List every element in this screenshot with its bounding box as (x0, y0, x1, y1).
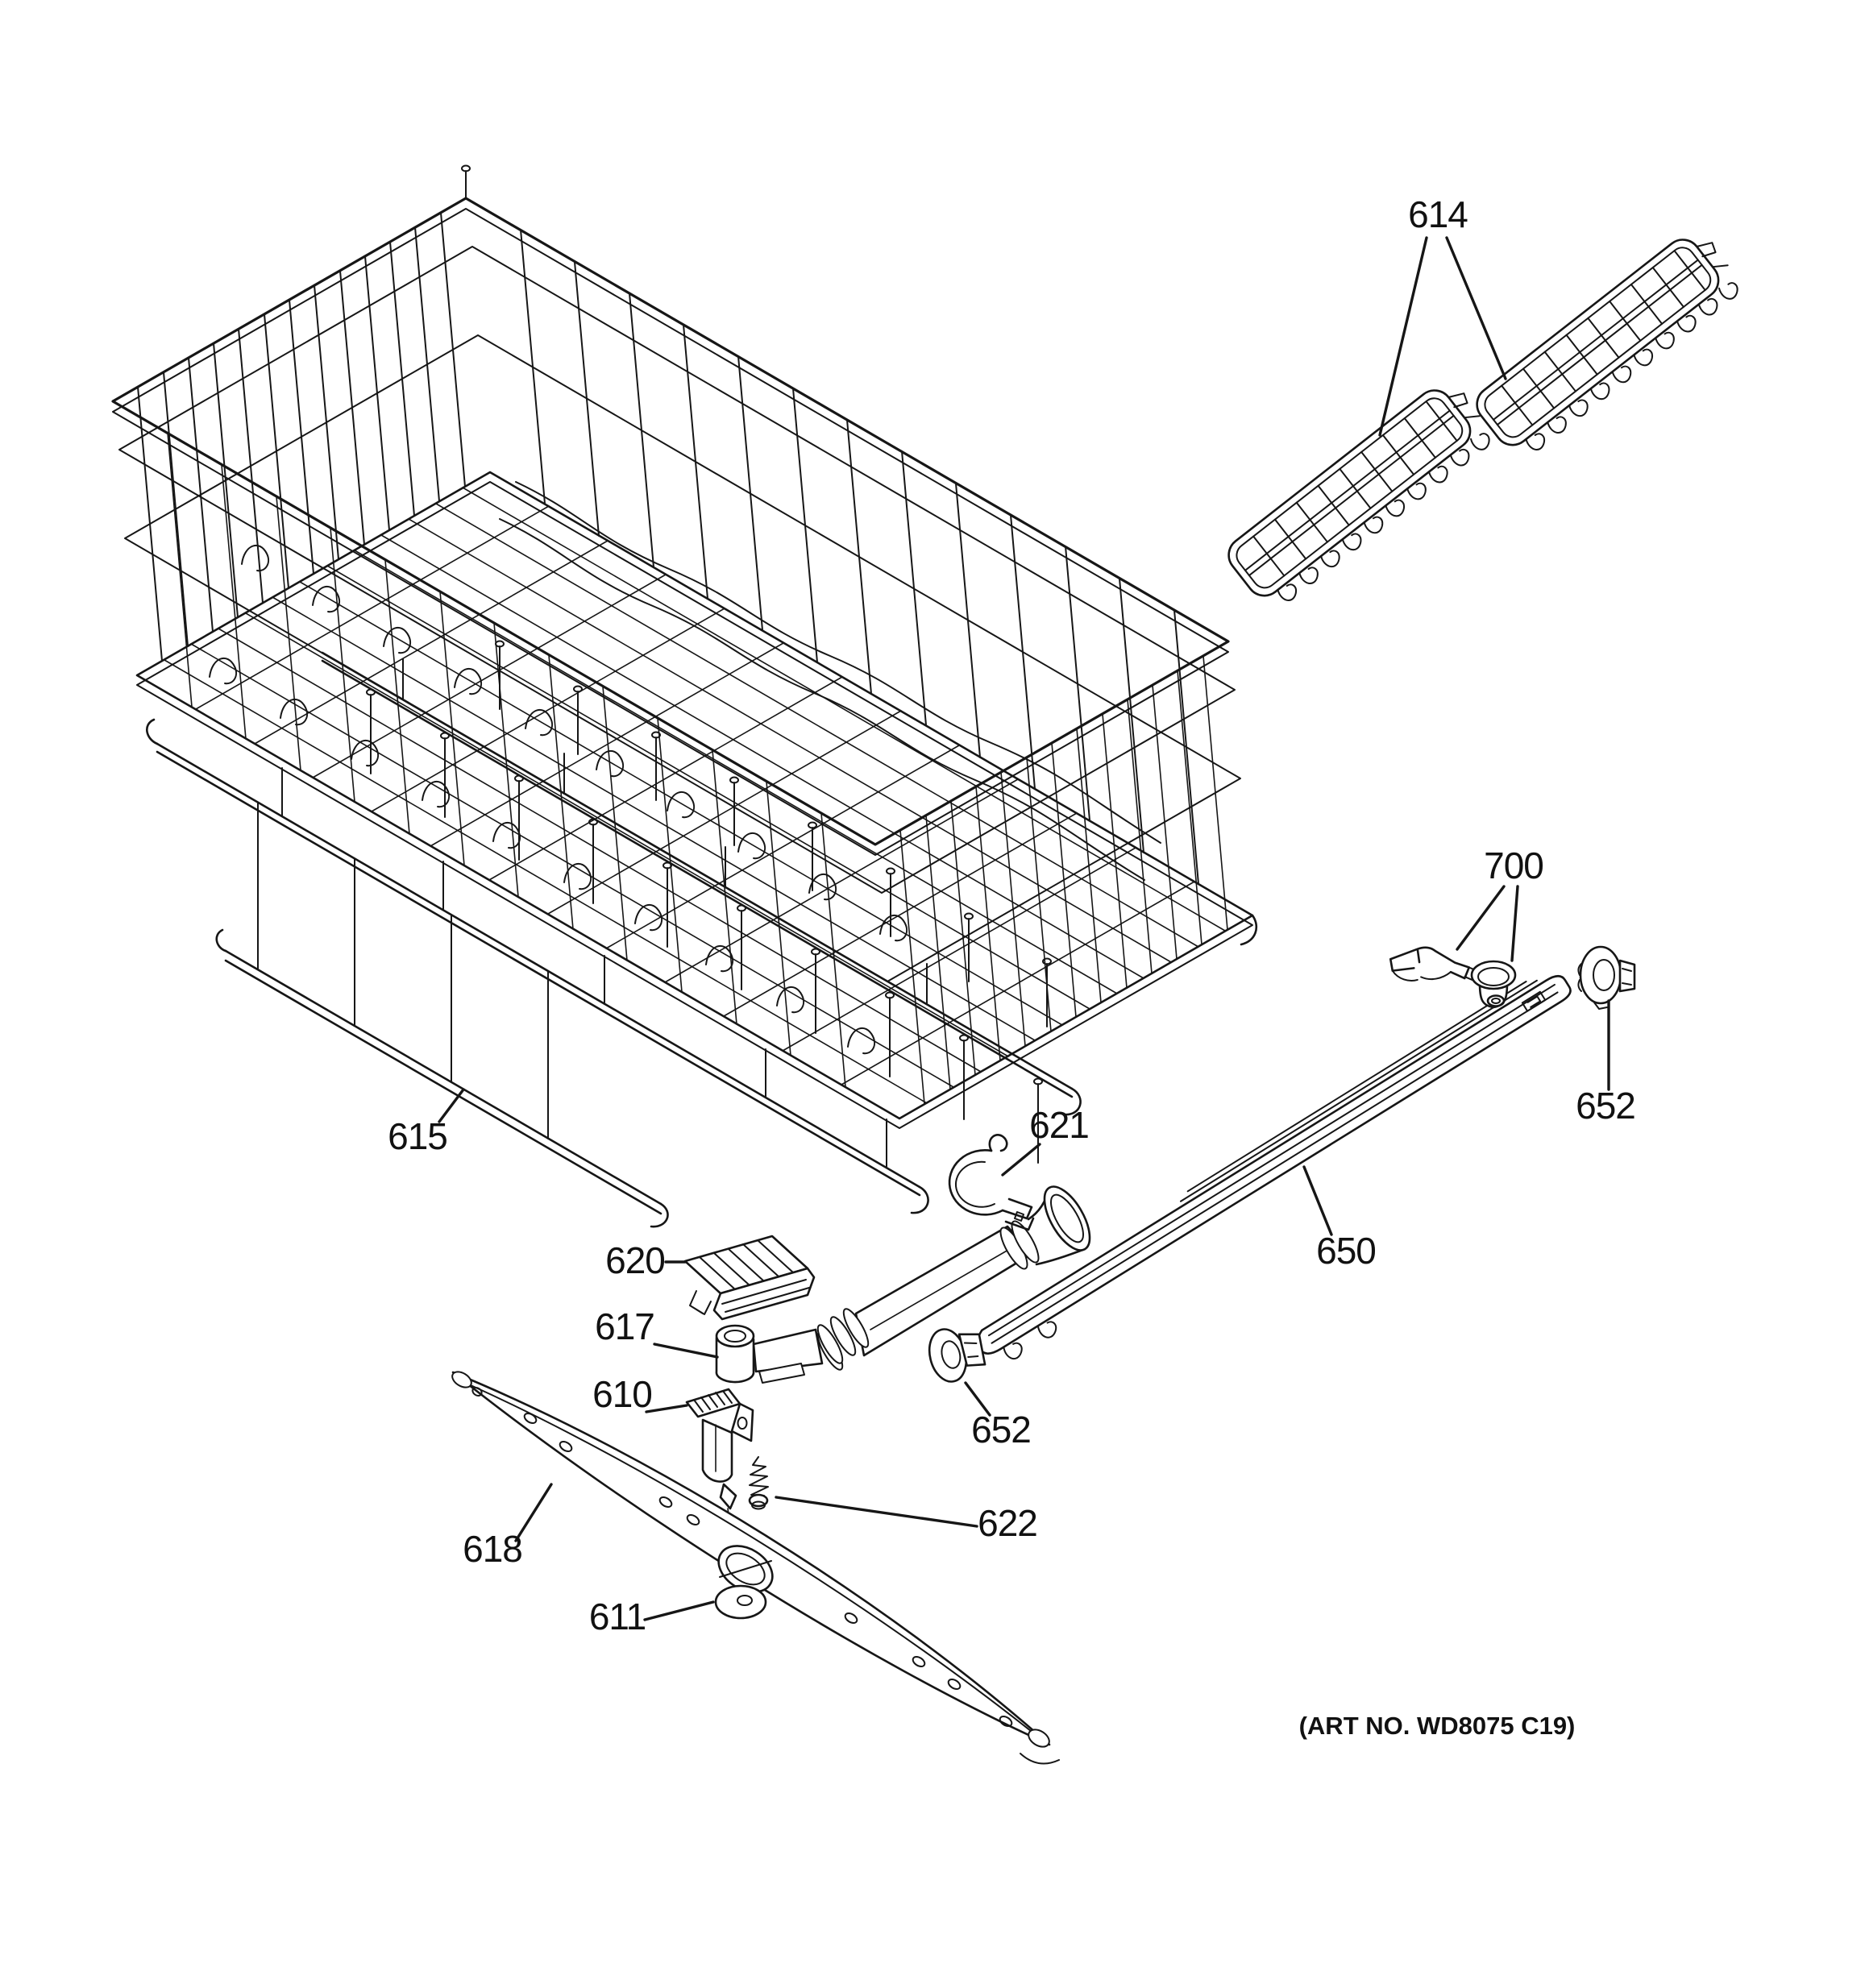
callout-700-label: 700 (1484, 845, 1543, 886)
conduit-617-drawing (715, 1185, 1091, 1384)
callout-622-label: 622 (978, 1502, 1037, 1544)
upper-rack-basket-drawing (111, 164, 1258, 1228)
art-number-note: (ART NO. WD8075 C19) (1299, 1712, 1576, 1740)
leader-lines (438, 236, 1610, 1621)
callout-611-label: 611 (589, 1596, 646, 1637)
callout-labels: 614 615 700 652 621 650 620 617 610 652 … (388, 193, 1636, 1637)
cover-620-drawing (683, 1235, 816, 1321)
retainer-clip-700-drawing (1389, 946, 1481, 983)
callout-650-label: 650 (1316, 1230, 1376, 1272)
washer-611-drawing (714, 1584, 767, 1620)
end-cap-652-left-drawing (928, 1328, 986, 1383)
bushing-700-drawing (1470, 960, 1517, 1009)
spray-arm-618-drawing (451, 1371, 1060, 1765)
end-cap-652-right-drawing (1577, 945, 1636, 1010)
fold-down-tine-insert-right-drawing (1470, 224, 1747, 465)
callout-617-label: 617 (595, 1305, 654, 1347)
callout-614-label: 614 (1408, 193, 1468, 235)
callout-652-left-label: 652 (971, 1409, 1031, 1451)
callout-618-label: 618 (463, 1528, 522, 1570)
callout-620-label: 620 (605, 1239, 665, 1281)
callout-610-label: 610 (592, 1373, 652, 1415)
callout-615-label: 615 (388, 1115, 447, 1157)
callout-621-label: 621 (1029, 1104, 1089, 1146)
screw-622-drawing (748, 1456, 769, 1510)
support-track-650-drawing (976, 974, 1572, 1363)
callout-652-right-label: 652 (1576, 1085, 1635, 1127)
fold-down-tine-insert-left-drawing (1222, 375, 1499, 616)
clamp-621-drawing (948, 1134, 1035, 1231)
